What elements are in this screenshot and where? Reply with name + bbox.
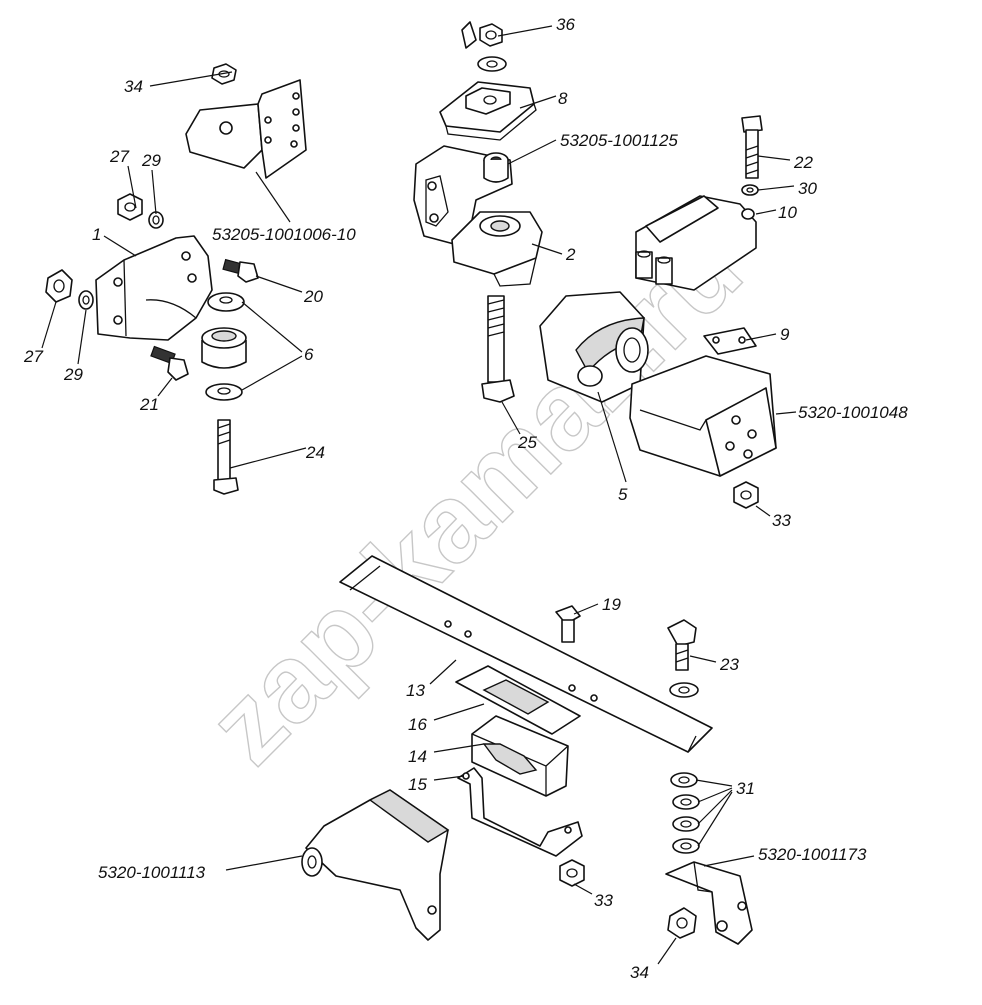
label-34-top: 34	[124, 77, 143, 96]
label-5320-1001173: 5320-1001173	[758, 845, 867, 864]
bracket-53205-1001125	[413, 145, 513, 245]
housing-5320-1001048	[629, 355, 777, 477]
label-36: 36	[556, 15, 575, 34]
label-33-right: 33	[772, 511, 791, 530]
cushion-6	[201, 292, 247, 401]
cap-10	[635, 195, 757, 291]
label-6: 6	[304, 345, 314, 364]
label-27-left: 27	[23, 347, 43, 366]
label-53205-1001125: 53205-1001125	[560, 131, 678, 150]
label-2: 2	[565, 245, 576, 264]
bolt-19	[555, 605, 581, 643]
label-33-bottom: 33	[594, 891, 613, 910]
label-10: 10	[778, 203, 797, 222]
nut-36	[461, 21, 507, 72]
label-19: 19	[602, 595, 621, 614]
label-8: 8	[558, 89, 568, 108]
label-14: 14	[408, 747, 427, 766]
nut-27-top	[117, 193, 143, 221]
label-23: 23	[719, 655, 739, 674]
pad-8	[439, 81, 537, 141]
plate-9	[703, 327, 757, 355]
label-31: 31	[736, 779, 755, 798]
washer-29-top	[148, 211, 164, 229]
leader-lines	[41, 25, 797, 965]
bolt-20	[222, 258, 259, 283]
label-29-top: 29	[141, 151, 161, 170]
label-34-bottom: 34	[630, 963, 649, 982]
nut-33-right	[733, 481, 759, 509]
label-5: 5	[618, 485, 628, 504]
label-21: 21	[139, 395, 159, 414]
strap-15	[457, 767, 583, 857]
watermark: zap-kamaz.ru	[185, 207, 765, 787]
label-13: 13	[406, 681, 425, 700]
bolt-23	[667, 619, 699, 698]
callout-labels: 36 8 53205-1001125 34 27 29 53205-100100…	[23, 15, 908, 982]
label-16: 16	[408, 715, 427, 734]
nut-27-left	[45, 269, 73, 303]
washer-29-left	[78, 290, 94, 310]
nut-34-bottom	[667, 907, 697, 939]
crossmember-13	[339, 555, 713, 753]
bracket-5320-1001113	[301, 789, 450, 941]
bolt-21	[150, 345, 189, 381]
nut-33-bottom	[559, 859, 585, 887]
label-25: 25	[517, 433, 537, 452]
label-27-top: 27	[109, 147, 129, 166]
bolt-24	[213, 419, 239, 495]
nut-34-top	[211, 63, 237, 85]
label-22: 22	[793, 153, 813, 172]
washers-31	[670, 772, 700, 854]
label-29-left: 29	[63, 365, 83, 384]
bracket-53205-1001006-10	[185, 79, 307, 179]
label-5320-1001048: 5320-1001048	[798, 403, 908, 422]
label-1: 1	[92, 225, 101, 244]
label-20: 20	[303, 287, 323, 306]
bracket-1	[95, 235, 213, 341]
bolt-22	[741, 115, 763, 179]
cushion-2	[451, 211, 543, 287]
bolt-25	[481, 295, 515, 403]
label-53205-1001006-10: 53205-1001006-10	[212, 225, 356, 244]
washer-30	[741, 184, 759, 196]
bracket-5	[539, 291, 649, 403]
label-30: 30	[798, 179, 817, 198]
label-9: 9	[780, 325, 790, 344]
label-15: 15	[408, 775, 427, 794]
label-5320-1001113: 5320-1001113	[98, 863, 206, 882]
label-24: 24	[305, 443, 325, 462]
bracket-5320-1001173	[665, 861, 753, 945]
pad-16	[455, 665, 581, 735]
cushion-14	[471, 715, 569, 797]
